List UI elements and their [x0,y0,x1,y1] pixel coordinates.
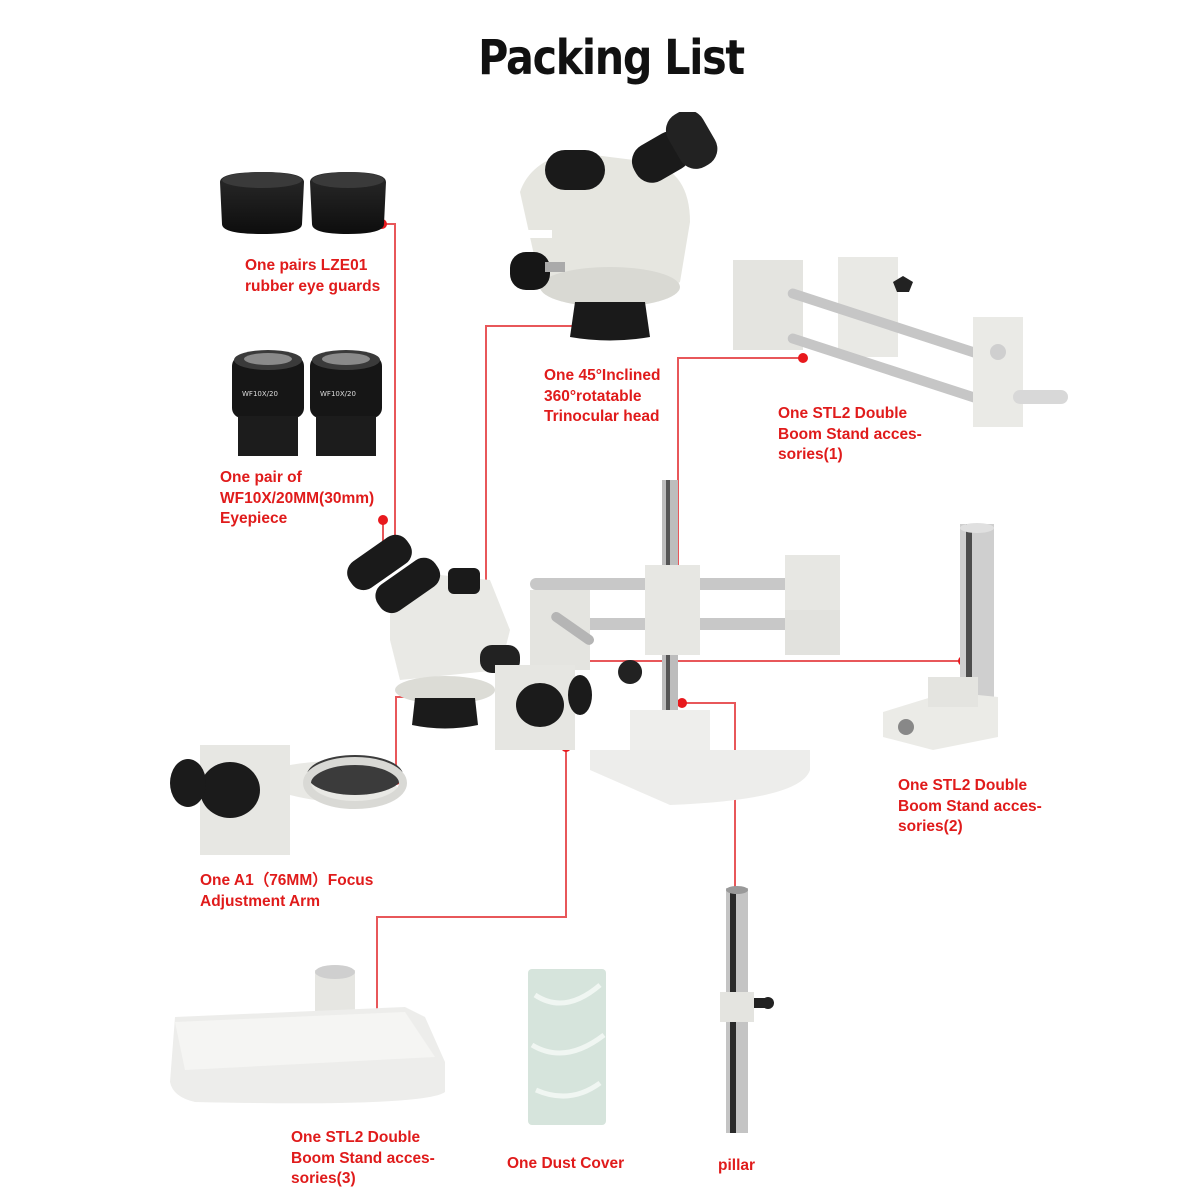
label-boom-accessories-1: One STL2 Double Boom Stand acces- sories… [778,405,922,463]
trinocular-head-image [510,112,718,341]
focus-arm-image [170,745,407,855]
label-trinocular-head: One 45°Inclined 360°rotatable Trinocular… [544,367,661,425]
label-focus-arm: One A1（76MM）Focus Adjustment Arm [200,872,374,910]
svg-text:WF10X/20: WF10X/20 [320,390,356,398]
pillar-image [720,886,774,1133]
label-pillar: pillar [718,1157,756,1174]
eye-guards-image [220,172,386,234]
assembled-microscope-image [347,480,840,805]
label-eye-guards: One pairs LZE01 rubber eye guards [245,257,381,295]
boom-accessories-1-image [733,257,1068,427]
page-title: Packing List [478,30,745,86]
boom-accessories-2-image [883,523,998,750]
label-dust-cover: One Dust Cover [507,1155,625,1172]
label-boom-accessories-3: One STL2 Double Boom Stand acces- sories… [291,1129,435,1187]
svg-text:WF10X/20: WF10X/20 [242,390,278,398]
label-eyepiece: One pair of WF10X/20MM(30mm) Eyepiece [220,469,375,527]
dust-cover-image [528,969,606,1125]
eyepiece-image: WF10X/20 WF10X/20 [232,350,382,456]
label-boom-accessories-2: One STL2 Double Boom Stand acces- sories… [898,777,1042,835]
boom-accessories-3-image [170,965,445,1104]
